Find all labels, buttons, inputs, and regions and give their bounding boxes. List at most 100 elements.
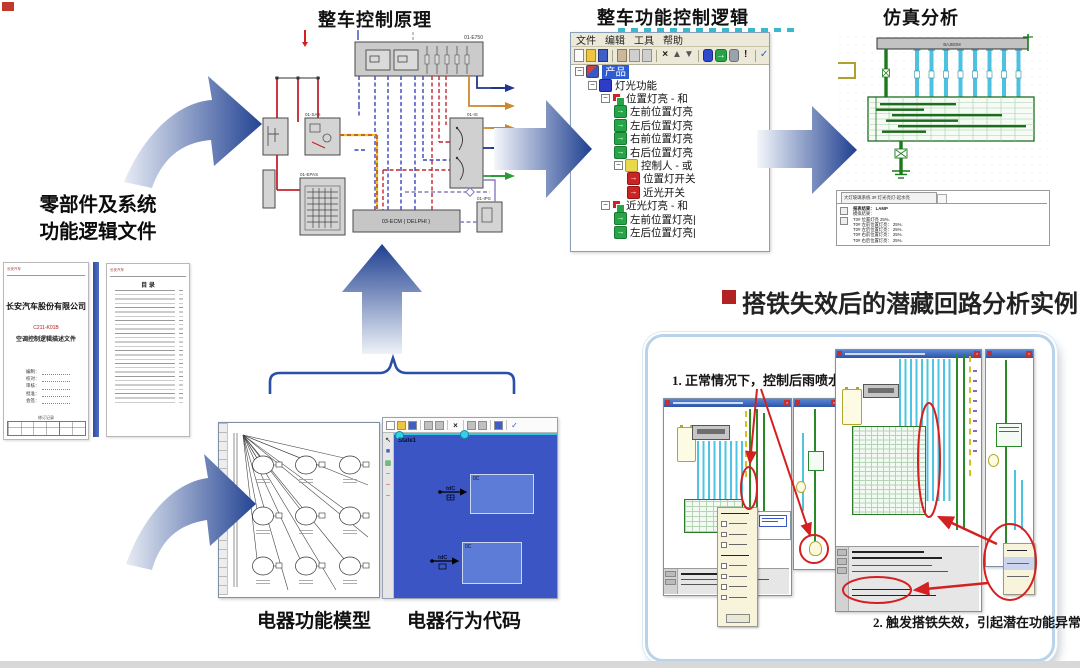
menu-row[interactable] — [718, 540, 757, 551]
paste-icon[interactable] — [641, 49, 652, 62]
tree-item[interactable]: →右后位置灯亮 — [571, 145, 769, 159]
code-canvas[interactable]: State1 0C 0C tdC tdC — [394, 430, 557, 598]
tree-item[interactable]: − 灯光功能 — [571, 78, 769, 92]
code-toolbar-icon[interactable] — [478, 420, 487, 430]
app-icon — [795, 400, 800, 405]
close-icon[interactable]: × — [784, 400, 790, 406]
code-toolbar-icon[interactable] — [386, 420, 395, 430]
down-icon[interactable]: ▼ — [683, 49, 694, 60]
component-box — [996, 423, 1022, 447]
tree-item-label[interactable]: 位置灯亮 - 和 — [626, 92, 688, 105]
blue-icon[interactable] — [702, 49, 713, 62]
menu-row[interactable] — [718, 561, 757, 572]
expander-icon[interactable]: − — [588, 80, 597, 90]
menu-row[interactable] — [1004, 544, 1034, 557]
close-icon[interactable]: × — [831, 400, 837, 406]
expander-icon[interactable]: − — [575, 67, 584, 77]
menu-item[interactable]: 编辑 — [605, 36, 625, 47]
tree-item[interactable]: − 近光灯亮 - 和 — [571, 199, 769, 214]
tree-item-label[interactable]: 近光开关 — [643, 186, 685, 199]
menu-item[interactable]: 文件 — [576, 36, 596, 47]
close-icon[interactable]: × — [974, 351, 980, 357]
tree-item[interactable]: − 位置灯亮 - 和 — [571, 92, 769, 106]
menu-item[interactable]: 帮助 — [663, 36, 683, 47]
menu-row[interactable] — [718, 571, 757, 582]
open-icon[interactable] — [586, 49, 597, 62]
tree-item[interactable]: − 控制人 - 或 — [571, 158, 769, 172]
tree-item-label[interactable]: 近光灯亮 - 和 — [626, 200, 688, 213]
screenshot-window-c: × — [835, 349, 982, 612]
tree-item[interactable]: − 产品 — [571, 65, 769, 80]
copy-icon[interactable] — [629, 49, 640, 62]
result-line: T0# 位置灯亮 25%. — [853, 216, 890, 222]
del-icon[interactable]: × — [662, 49, 669, 60]
palette-icon[interactable]: ~ — [385, 471, 391, 478]
menu-button[interactable] — [726, 614, 750, 623]
tree-item-label[interactable]: 控制人 - 或 — [641, 159, 693, 172]
expander-icon[interactable]: − — [601, 93, 610, 103]
context-menu[interactable] — [717, 507, 758, 627]
sub-window — [756, 511, 791, 540]
up-icon[interactable]: ▲ — [672, 49, 682, 60]
state-box-2[interactable]: 0C — [462, 542, 522, 584]
window-a-titlebar[interactable]: × — [664, 399, 791, 407]
tree-item-label[interactable]: 右后位置灯亮 — [630, 146, 693, 159]
tree-item[interactable]: →位置灯开关 — [571, 172, 769, 185]
palette-icon[interactable]: ~ — [385, 482, 391, 489]
code-toolbar-icon[interactable] — [494, 420, 503, 430]
popup-menu[interactable] — [1003, 543, 1035, 595]
tree-item[interactable]: →左前位置灯亮 — [571, 105, 769, 118]
menu-row[interactable] — [1004, 557, 1034, 570]
tree-item[interactable]: →左后位置灯亮 — [571, 118, 769, 132]
tree-item[interactable]: →左前位置灯亮| — [571, 212, 769, 226]
state-box-1[interactable]: 0C — [470, 474, 534, 514]
tree-item-label[interactable]: 产品 — [602, 65, 629, 80]
palette-icon[interactable]: ■ — [385, 448, 391, 455]
palette-icon[interactable]: ▦ — [384, 460, 392, 467]
save-icon[interactable] — [598, 49, 609, 62]
tree-item[interactable]: →右前位置灯亮 — [571, 132, 769, 145]
tree-item-label[interactable]: 位置灯开关 — [643, 173, 696, 186]
tree-item-label[interactable]: 左后位置灯亮| — [630, 226, 696, 239]
code-toolbar-icon[interactable] — [467, 420, 476, 430]
expander-icon[interactable]: − — [601, 201, 610, 211]
menu-row[interactable] — [718, 550, 757, 561]
tool-icon[interactable] — [617, 49, 628, 62]
canvas-handle-icon[interactable] — [395, 431, 404, 440]
code-toolbar-icon[interactable]: × — [453, 420, 458, 430]
gray-icon[interactable] — [728, 49, 739, 62]
window-b-titlebar[interactable]: × — [794, 399, 838, 407]
tree-item-label[interactable]: 左后位置灯亮 — [630, 119, 693, 132]
menu-row[interactable] — [1004, 570, 1034, 583]
bang-icon[interactable]: ! — [744, 49, 748, 60]
tree-item-label[interactable]: 右前位置灯亮 — [630, 133, 693, 146]
code-toolbar-icon[interactable]: ✓ — [511, 420, 518, 430]
code-toolbar-icon[interactable] — [435, 420, 444, 430]
tree-item-label[interactable]: 左前位置灯亮 — [630, 106, 693, 119]
window-c-titlebar[interactable]: × — [836, 350, 981, 358]
menu-row[interactable] — [718, 529, 757, 540]
tree-item-label[interactable]: 灯光功能 — [615, 79, 657, 92]
palette-icon[interactable]: ↖ — [385, 437, 391, 444]
model-graph — [233, 433, 370, 591]
palette-icon[interactable]: ~ — [385, 493, 391, 500]
green-icon[interactable]: → — [714, 49, 727, 62]
menu-item[interactable]: 工具 — [634, 36, 654, 47]
code-toolbar-icon[interactable] — [424, 420, 433, 430]
expander-icon[interactable]: − — [614, 160, 623, 170]
tree-item[interactable]: →左后位置灯亮| — [571, 225, 769, 239]
menu-row[interactable] — [718, 508, 757, 519]
close-icon[interactable]: × — [1026, 351, 1032, 357]
code-toolbar-icon[interactable] — [397, 420, 406, 430]
doc1-header: 长安汽车 — [7, 267, 85, 276]
code-toolbar-icon[interactable] — [408, 420, 417, 430]
new-icon[interactable] — [574, 49, 585, 62]
tree-item[interactable]: →近光开关 — [571, 185, 769, 199]
menu-row[interactable] — [718, 582, 757, 593]
menu-row[interactable] — [718, 519, 757, 530]
window-d-titlebar[interactable]: × — [986, 350, 1033, 358]
tree-item-label[interactable]: 左前位置灯亮| — [630, 213, 696, 226]
canvas-handle-icon[interactable] — [460, 430, 469, 439]
menu-row[interactable] — [718, 592, 757, 603]
check-icon[interactable]: ✓ — [759, 49, 769, 60]
